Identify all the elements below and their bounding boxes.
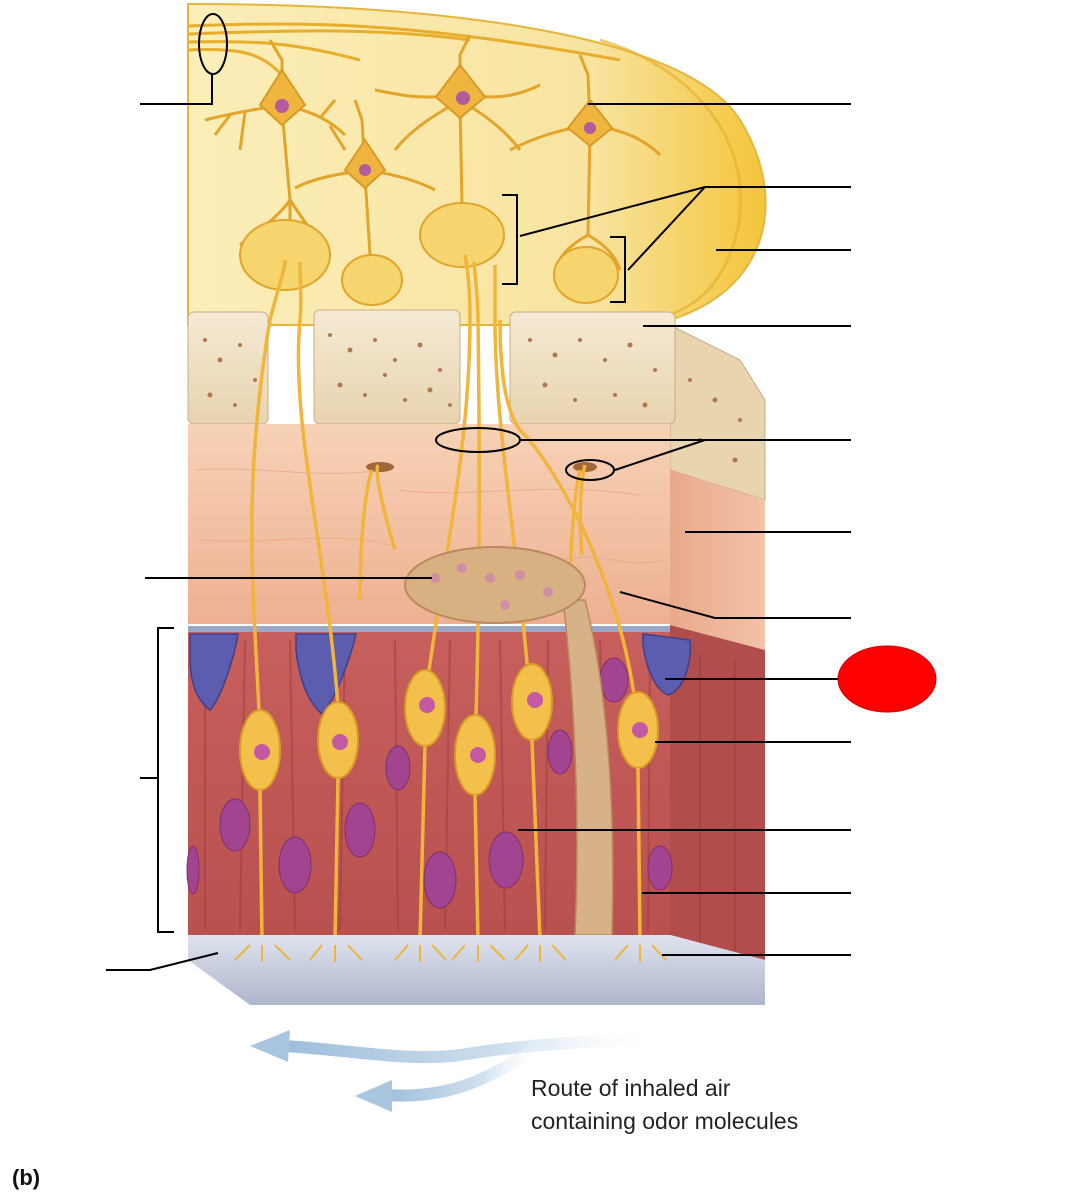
leader-glomeruli (519, 186, 851, 271)
olfactory-bulb (187, 3, 767, 326)
brackets (140, 194, 626, 933)
loop-markers (435, 427, 615, 481)
dendrites (258, 739, 642, 941)
olfactory-gland (404, 546, 614, 936)
receptor-cell-nuclei (254, 692, 648, 763)
caption-line-1: Route of inhaled air (531, 1075, 731, 1101)
caption-line-2: containing odor molecules (531, 1108, 799, 1134)
leader-tract (140, 74, 213, 105)
lamina-propria (188, 424, 765, 650)
filament-loop-2 (565, 459, 615, 481)
epithelium-bracket (140, 627, 174, 933)
supporting-cell-nuclei (186, 657, 673, 909)
panel-label: (b) (12, 1165, 41, 1190)
basement-membrane (188, 626, 670, 632)
leader-axon (619, 591, 851, 619)
mucus-layer (188, 935, 765, 1005)
filament-loop-1 (435, 427, 521, 453)
air-flow-arrows (250, 1030, 661, 1112)
air-route-caption: Route of inhaled air containing odor mol… (531, 1072, 798, 1138)
leader-filaments (520, 439, 851, 471)
basal-cells (189, 633, 692, 716)
receptor-axons (250, 254, 640, 749)
leader-lines (106, 74, 851, 971)
answer-highlight-marker[interactable] (837, 645, 937, 713)
glomeruli (239, 202, 619, 306)
leader-mucus (106, 952, 219, 971)
bone-speckles (203, 333, 742, 463)
mitral-cell-bodies (258, 63, 614, 190)
glomerulus-bracket-1 (502, 194, 518, 285)
glomerulus-bracket-2 (610, 236, 626, 303)
olfactory-tract-fibers (187, 22, 621, 77)
